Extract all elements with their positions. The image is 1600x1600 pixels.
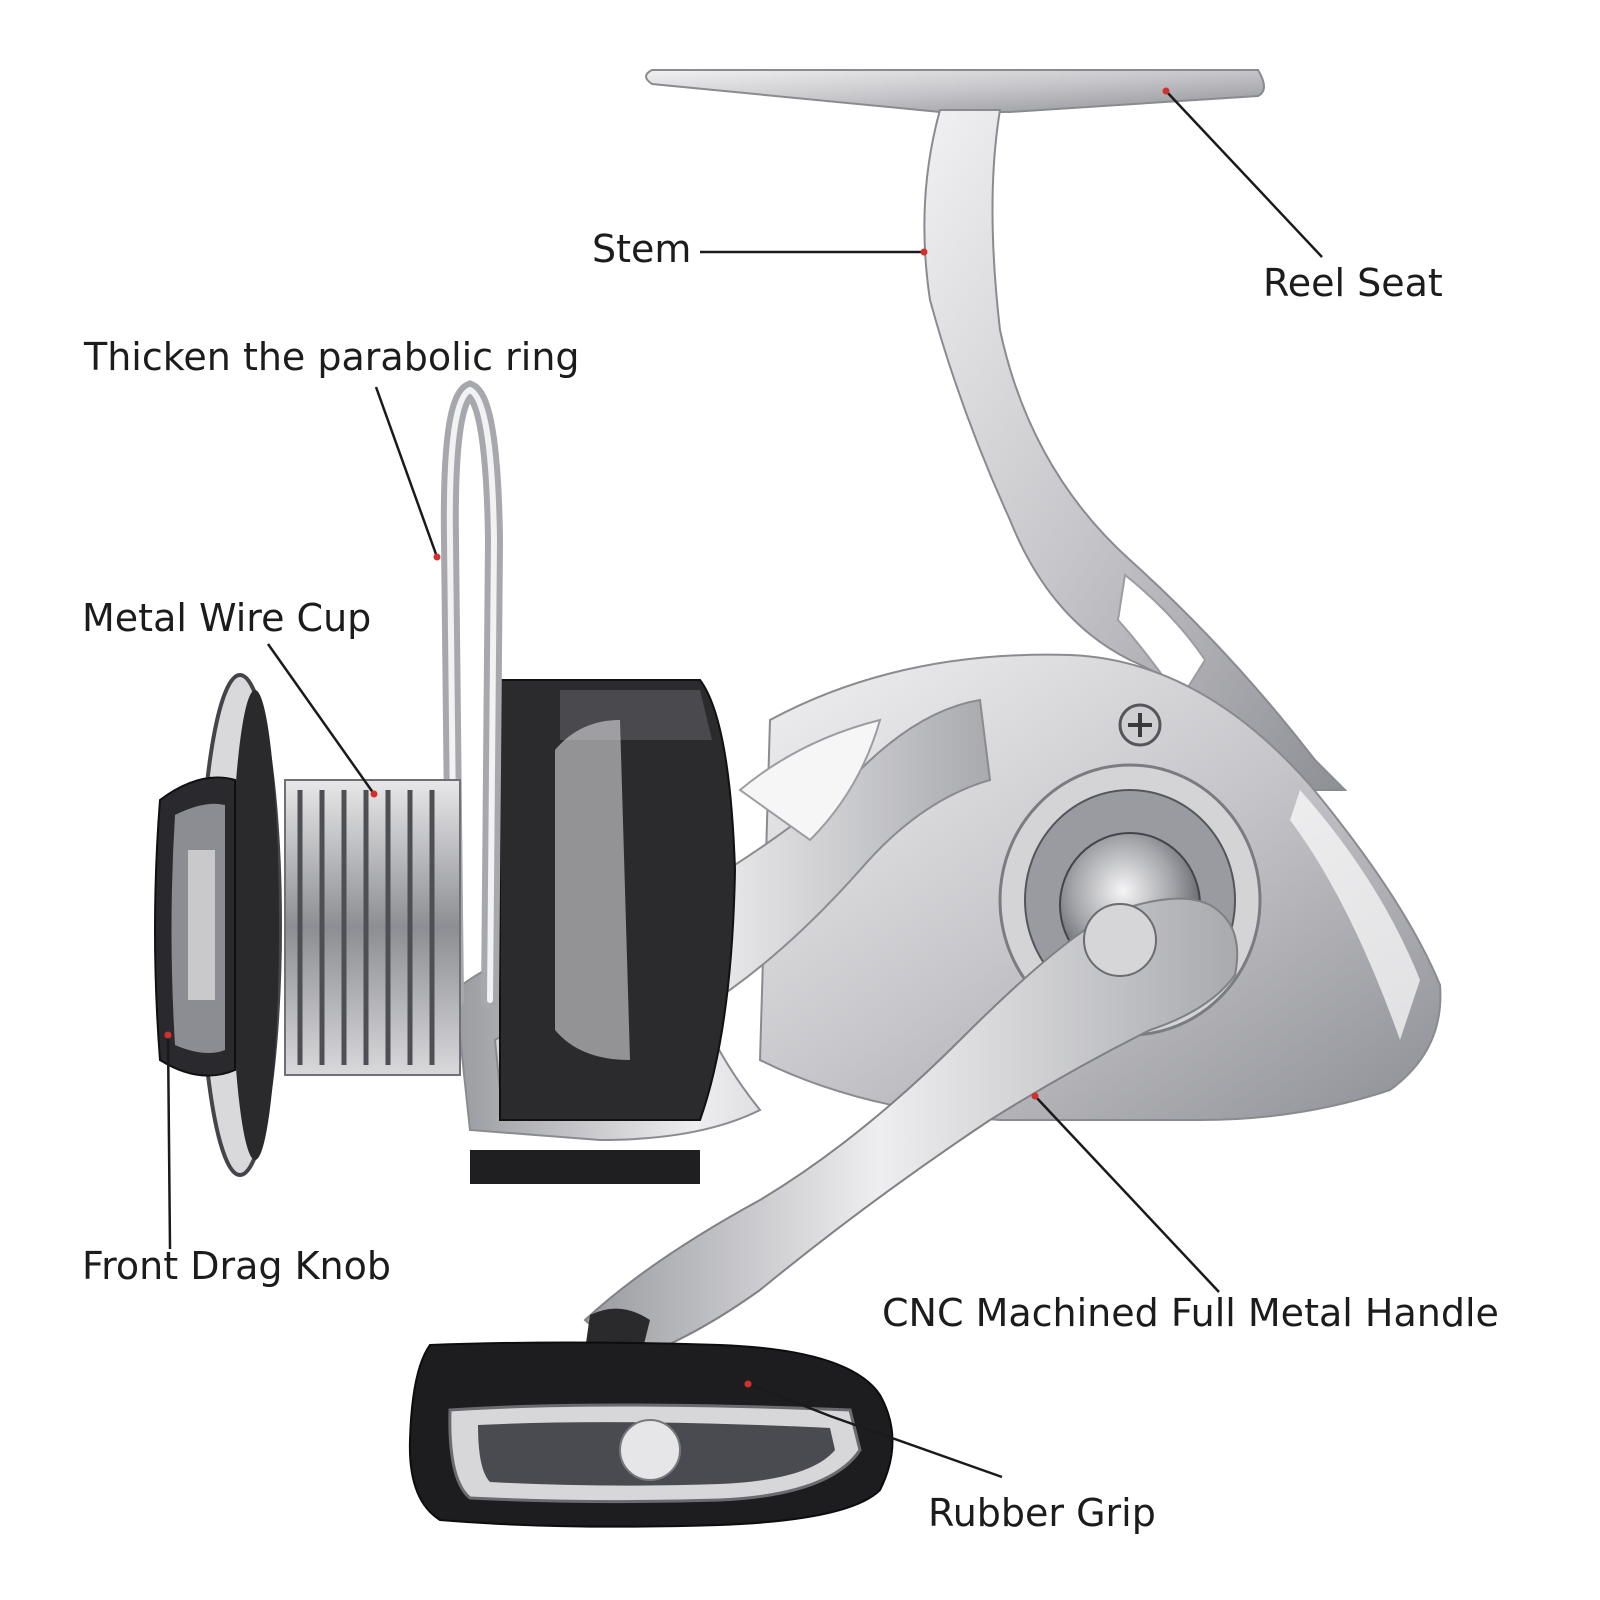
wire-cup-leader xyxy=(266,643,376,795)
reel-seat-marker-dot xyxy=(1162,87,1170,95)
wire-cup-marker-dot xyxy=(370,790,378,798)
rubber-grip-marker-dot xyxy=(744,1380,752,1388)
label-rubber-grip: Rubber Grip xyxy=(928,1491,1156,1535)
spool xyxy=(284,779,461,1076)
drag-knob-marker-dot xyxy=(164,1031,172,1039)
handle-leader xyxy=(1034,1095,1220,1293)
handle-arm xyxy=(583,897,1239,1362)
parabolic-ring-leader xyxy=(374,386,439,558)
drag-knob-leader xyxy=(166,1034,172,1250)
handle-marker-dot xyxy=(1031,1092,1039,1100)
label-wire-cup: Metal Wire Cup xyxy=(82,596,372,640)
parabolic-ring-marker-dot xyxy=(433,553,441,561)
reel-seat-leader xyxy=(1165,90,1323,258)
rubber-grip-leader xyxy=(747,1382,1003,1479)
spool-grooves xyxy=(297,790,435,1065)
label-handle: CNC Machined Full Metal Handle xyxy=(882,1291,1499,1335)
label-drag-knob: Front Drag Knob xyxy=(82,1244,391,1288)
label-reel-seat: Reel Seat xyxy=(1263,261,1443,305)
label-parabolic-ring: Thicken the parabolic ring xyxy=(84,335,580,379)
label-stem: Stem xyxy=(592,227,692,271)
stem-marker-dot xyxy=(920,248,928,256)
reel-seat-shape xyxy=(645,69,1265,113)
